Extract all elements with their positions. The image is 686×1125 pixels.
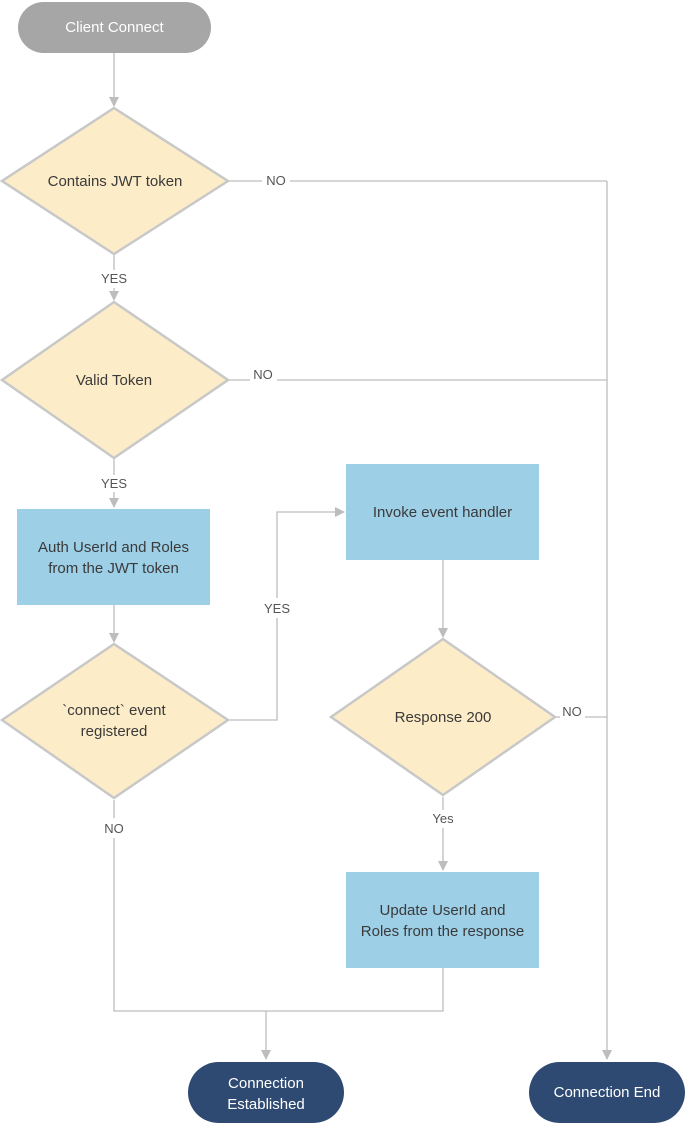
contains-jwt-label: Contains JWT token (48, 173, 183, 190)
node-invoke-handler: Invoke event handler (346, 464, 539, 560)
invoke-handler-label: Invoke event handler (373, 504, 512, 521)
label-registered-yes: YES (264, 601, 290, 616)
node-connection-established: Connection Established (188, 1062, 344, 1123)
label-valid-no: NO (253, 367, 273, 382)
update-userid-line2: Roles from the response (361, 923, 524, 940)
node-response-200: Response 200 (328, 637, 558, 797)
node-update-userid: Update UserId and Roles from the respons… (346, 872, 539, 968)
label-jwt-no: NO (266, 173, 286, 188)
label-response-no: NO (562, 704, 582, 719)
node-auth-userid: Auth UserId and Roles from the JWT token (17, 509, 210, 605)
valid-token-label: Valid Token (76, 372, 152, 389)
label-response-yes: Yes (432, 811, 454, 826)
auth-userid-line2: from the JWT token (48, 560, 179, 577)
connection-end-label: Connection End (554, 1084, 661, 1101)
edge-labels: NO YES NO YES YES NO NO Yes (101, 173, 582, 836)
node-client-connect: Client Connect (18, 2, 211, 53)
response-200-label: Response 200 (395, 709, 492, 726)
connection-established-line2: Established (227, 1096, 305, 1113)
client-connect-label: Client Connect (65, 19, 164, 36)
edge-registered-no (113, 800, 444, 1012)
connect-registered-line2: registered (81, 723, 148, 740)
connectors (113, 52, 612, 1060)
label-valid-yes: YES (101, 476, 127, 491)
auth-userid-line1: Auth UserId and Roles (38, 539, 189, 556)
node-contains-jwt: Contains JWT token (0, 106, 231, 256)
connect-registered-line1: `connect` event (62, 702, 166, 719)
node-valid-token: Valid Token (0, 300, 231, 460)
update-userid-line1: Update UserId and (380, 902, 506, 919)
connection-established-line1: Connection (228, 1075, 304, 1092)
node-connection-end: Connection End (529, 1062, 685, 1123)
label-registered-no: NO (104, 821, 124, 836)
node-connect-registered: `connect` event registered (0, 642, 231, 800)
label-jwt-yes: YES (101, 271, 127, 286)
edge-registered-to-invoke (229, 512, 344, 721)
